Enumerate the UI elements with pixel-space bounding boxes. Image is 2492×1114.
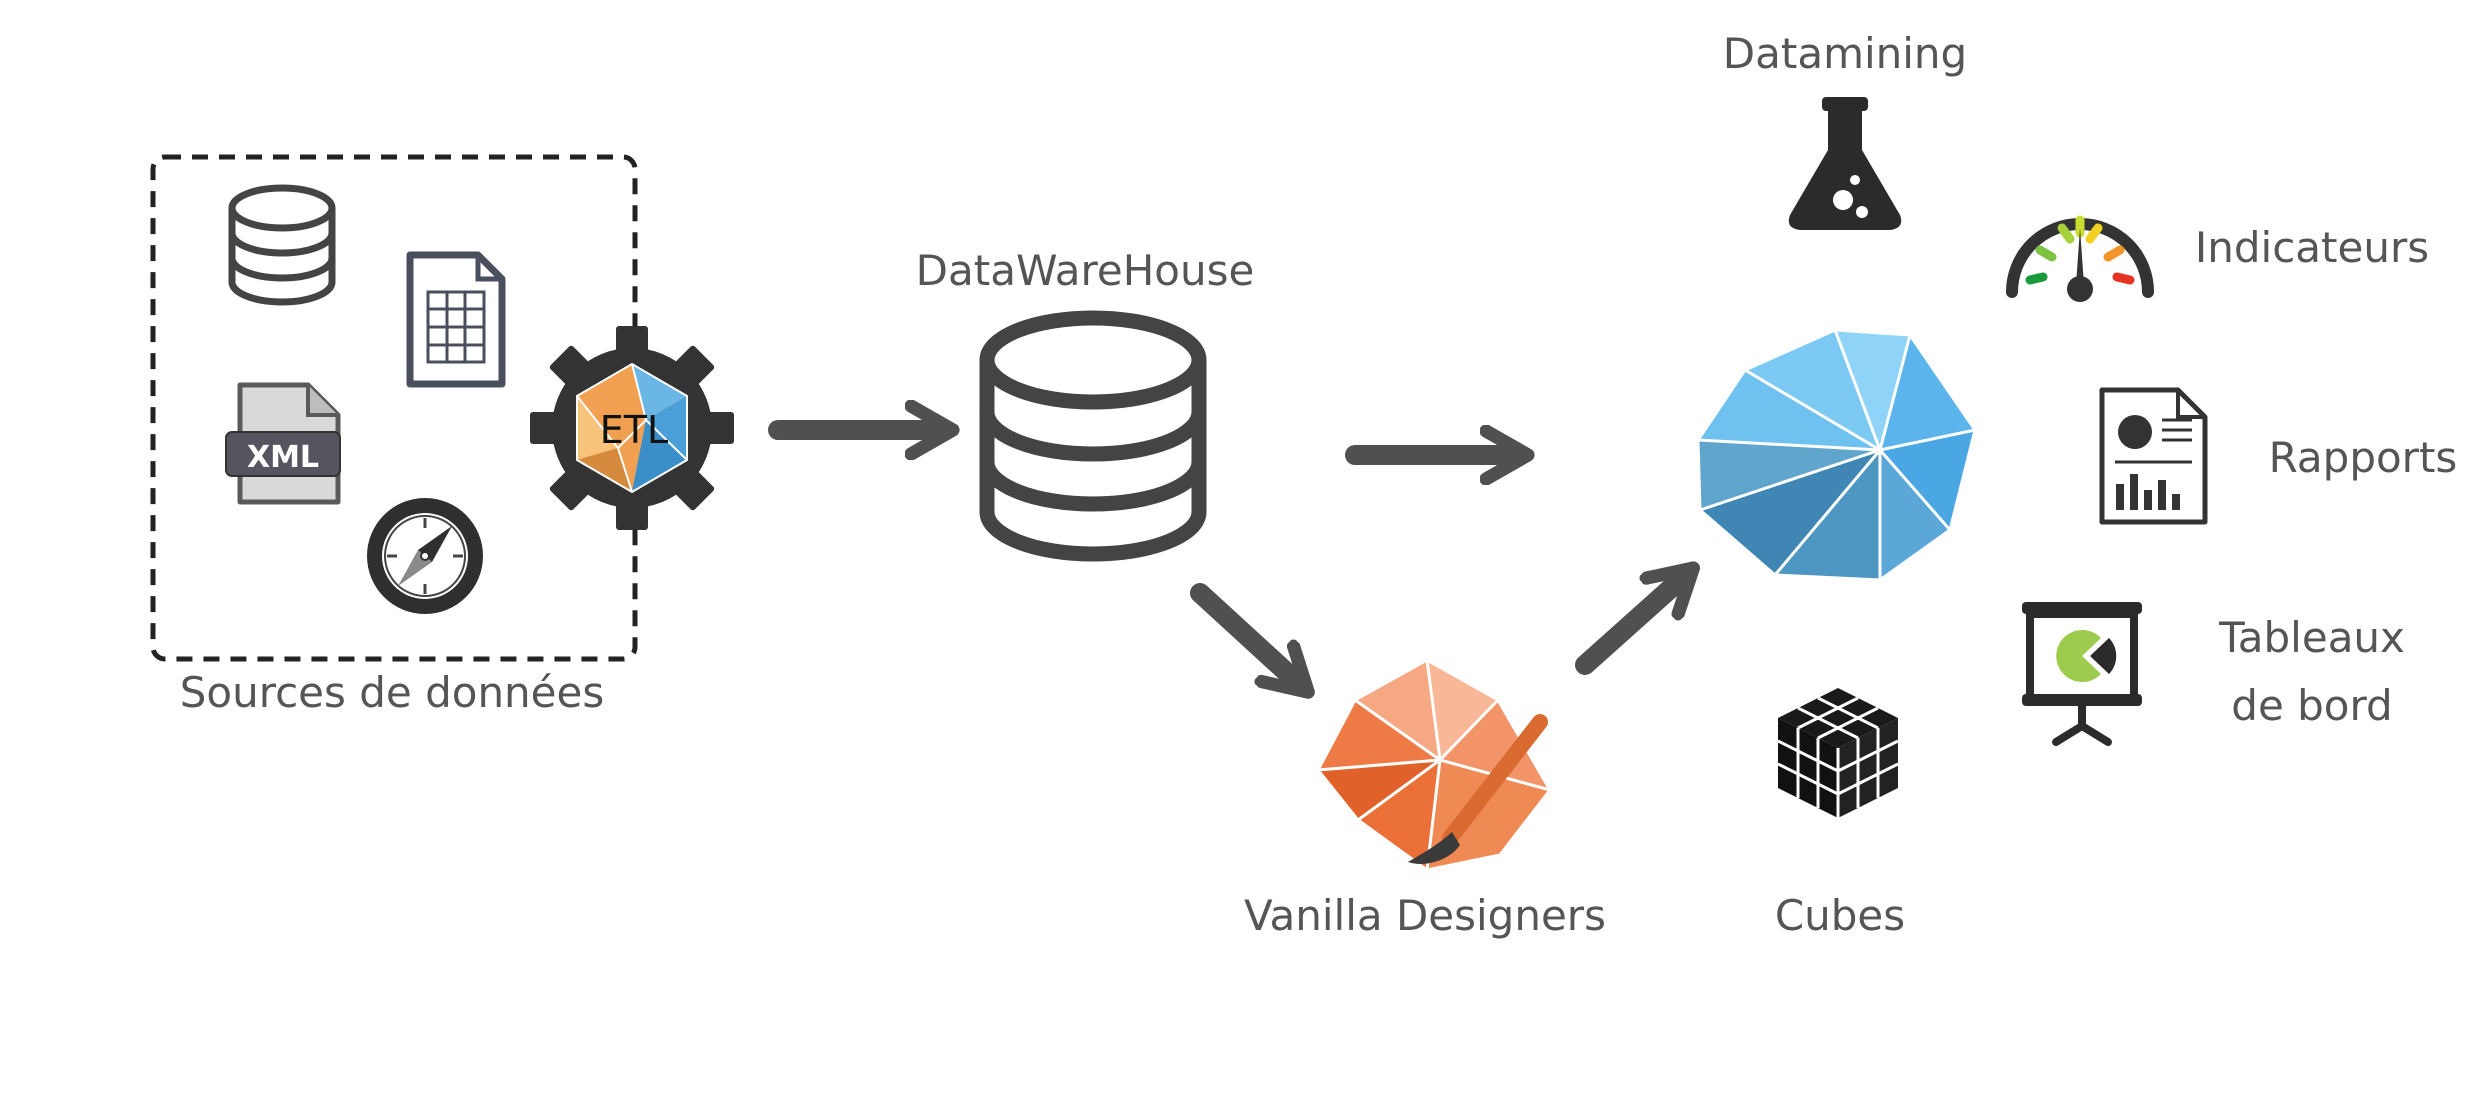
etl-gear-icon: ETL bbox=[530, 326, 734, 530]
datawarehouse-database-icon bbox=[979, 310, 1207, 562]
datawarehouse-label: DataWareHouse bbox=[916, 246, 1255, 295]
xml-label: XML bbox=[247, 440, 319, 475]
bi-hub-icon bbox=[1696, 328, 1977, 582]
vanilla-designers-label: Vanilla Designers bbox=[1244, 891, 1606, 940]
flask-icon bbox=[1788, 97, 1902, 230]
database-icon bbox=[228, 184, 336, 306]
rubiks-cube-icon bbox=[1777, 688, 1899, 818]
arrow-vanilla-to-hub bbox=[1575, 580, 1680, 675]
compass-icon bbox=[367, 498, 483, 614]
report-document-icon bbox=[2099, 387, 2208, 525]
gauge-icon bbox=[2006, 215, 2154, 302]
datamining-label: Datamining bbox=[1723, 29, 1967, 78]
vanilla-designers-group: Vanilla Designers bbox=[1244, 658, 1606, 940]
cubes-group: Cubes bbox=[1775, 688, 1905, 940]
presentation-board-icon bbox=[2022, 602, 2142, 746]
etl-label: ETL bbox=[600, 408, 668, 452]
tableaux-label-line2: de bord bbox=[2231, 681, 2392, 730]
tableaux-de-bord-group: Tableaux de bord bbox=[2022, 602, 2405, 746]
data-sources-group: XML bbox=[150, 154, 734, 717]
rapports-group: Rapports bbox=[2099, 387, 2458, 525]
cubes-label: Cubes bbox=[1775, 891, 1905, 940]
flow-arrows bbox=[768, 430, 1680, 680]
datawarehouse-group: DataWareHouse bbox=[916, 246, 1255, 562]
rapports-label: Rapports bbox=[2269, 433, 2458, 482]
spreadsheet-icon bbox=[406, 251, 506, 388]
indicateurs-label: Indicateurs bbox=[2195, 223, 2429, 272]
tableaux-label-line1: Tableaux bbox=[2218, 613, 2405, 662]
vanilla-designer-icon bbox=[1316, 658, 1552, 872]
datamining-group: Datamining bbox=[1723, 29, 1967, 230]
indicateurs-group: Indicateurs bbox=[2006, 215, 2429, 302]
sources-label: Sources de données bbox=[180, 668, 605, 717]
xml-file-icon: XML bbox=[225, 382, 341, 505]
arrow-warehouse-to-vanilla bbox=[1190, 583, 1295, 680]
